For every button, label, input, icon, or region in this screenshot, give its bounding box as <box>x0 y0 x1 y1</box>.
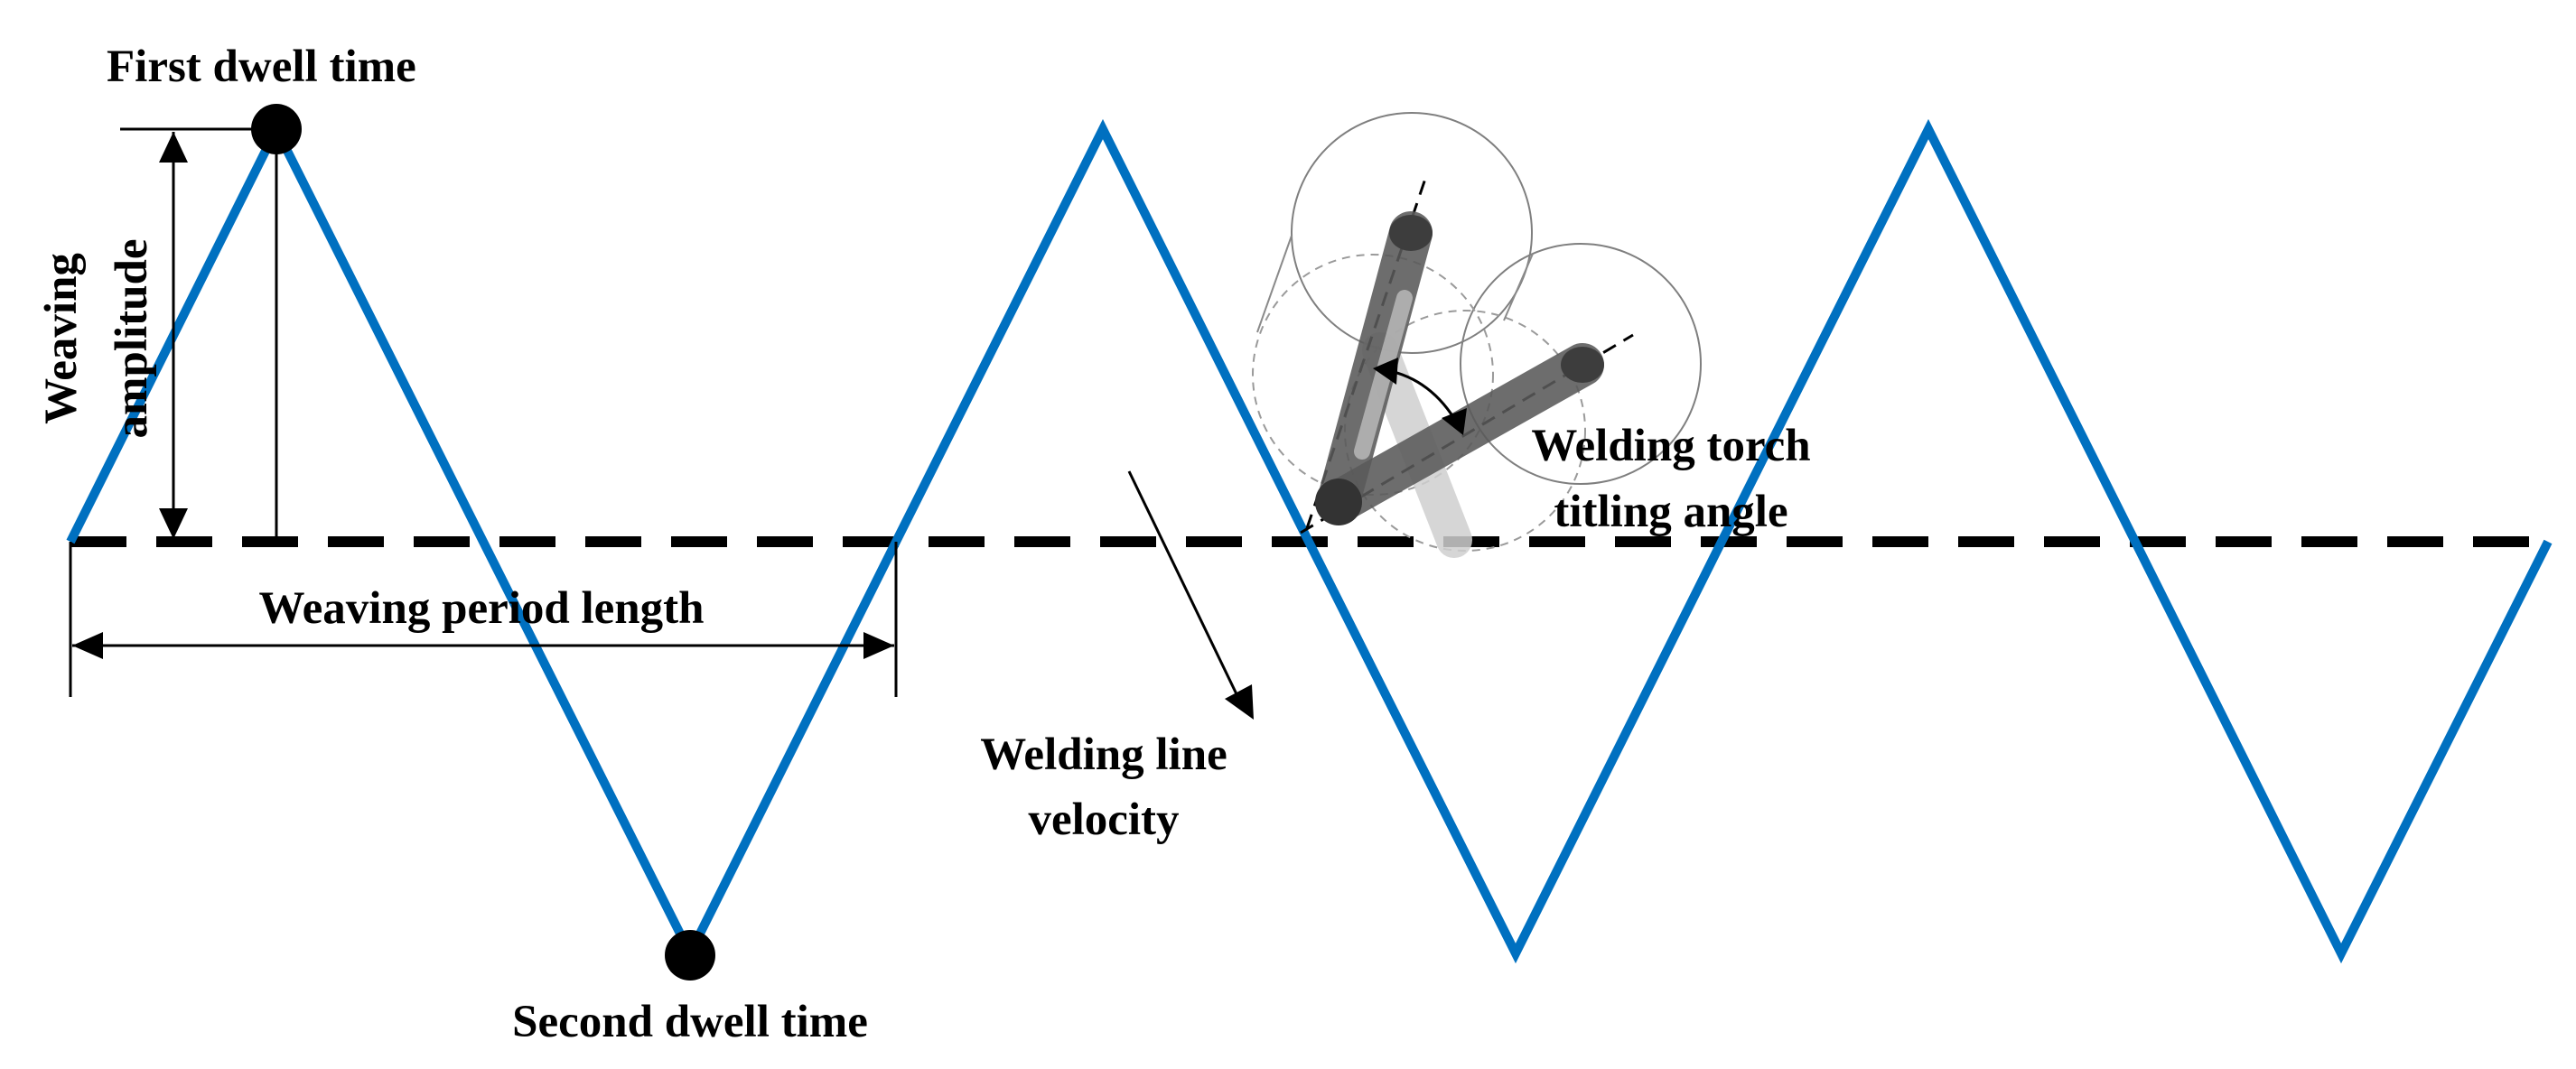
welding-torch-icon <box>1252 112 1702 558</box>
velocity-arrow <box>1127 470 1254 720</box>
second-dwell-label: Second dwell time <box>512 997 868 1047</box>
first-dwell-marker <box>251 104 302 154</box>
weaving-amplitude-label-1: Weaving <box>36 253 87 424</box>
welding-velocity-label-1: Welding line <box>980 730 1227 780</box>
torch-angle-label-1: Welding torch <box>1531 421 1810 471</box>
weaving-period-label: Weaving period length <box>258 583 704 634</box>
welding-velocity-label-2: velocity <box>1028 795 1179 845</box>
first-dwell-label: First dwell time <box>107 42 416 92</box>
second-dwell-marker <box>665 930 715 981</box>
weave-path <box>66 118 2553 964</box>
torch-angle-label-2: titling angle <box>1554 487 1787 537</box>
weaving-amplitude-label-2: amplitude <box>107 238 157 438</box>
period-arrow <box>72 632 894 659</box>
amplitude-arrow <box>159 132 188 539</box>
